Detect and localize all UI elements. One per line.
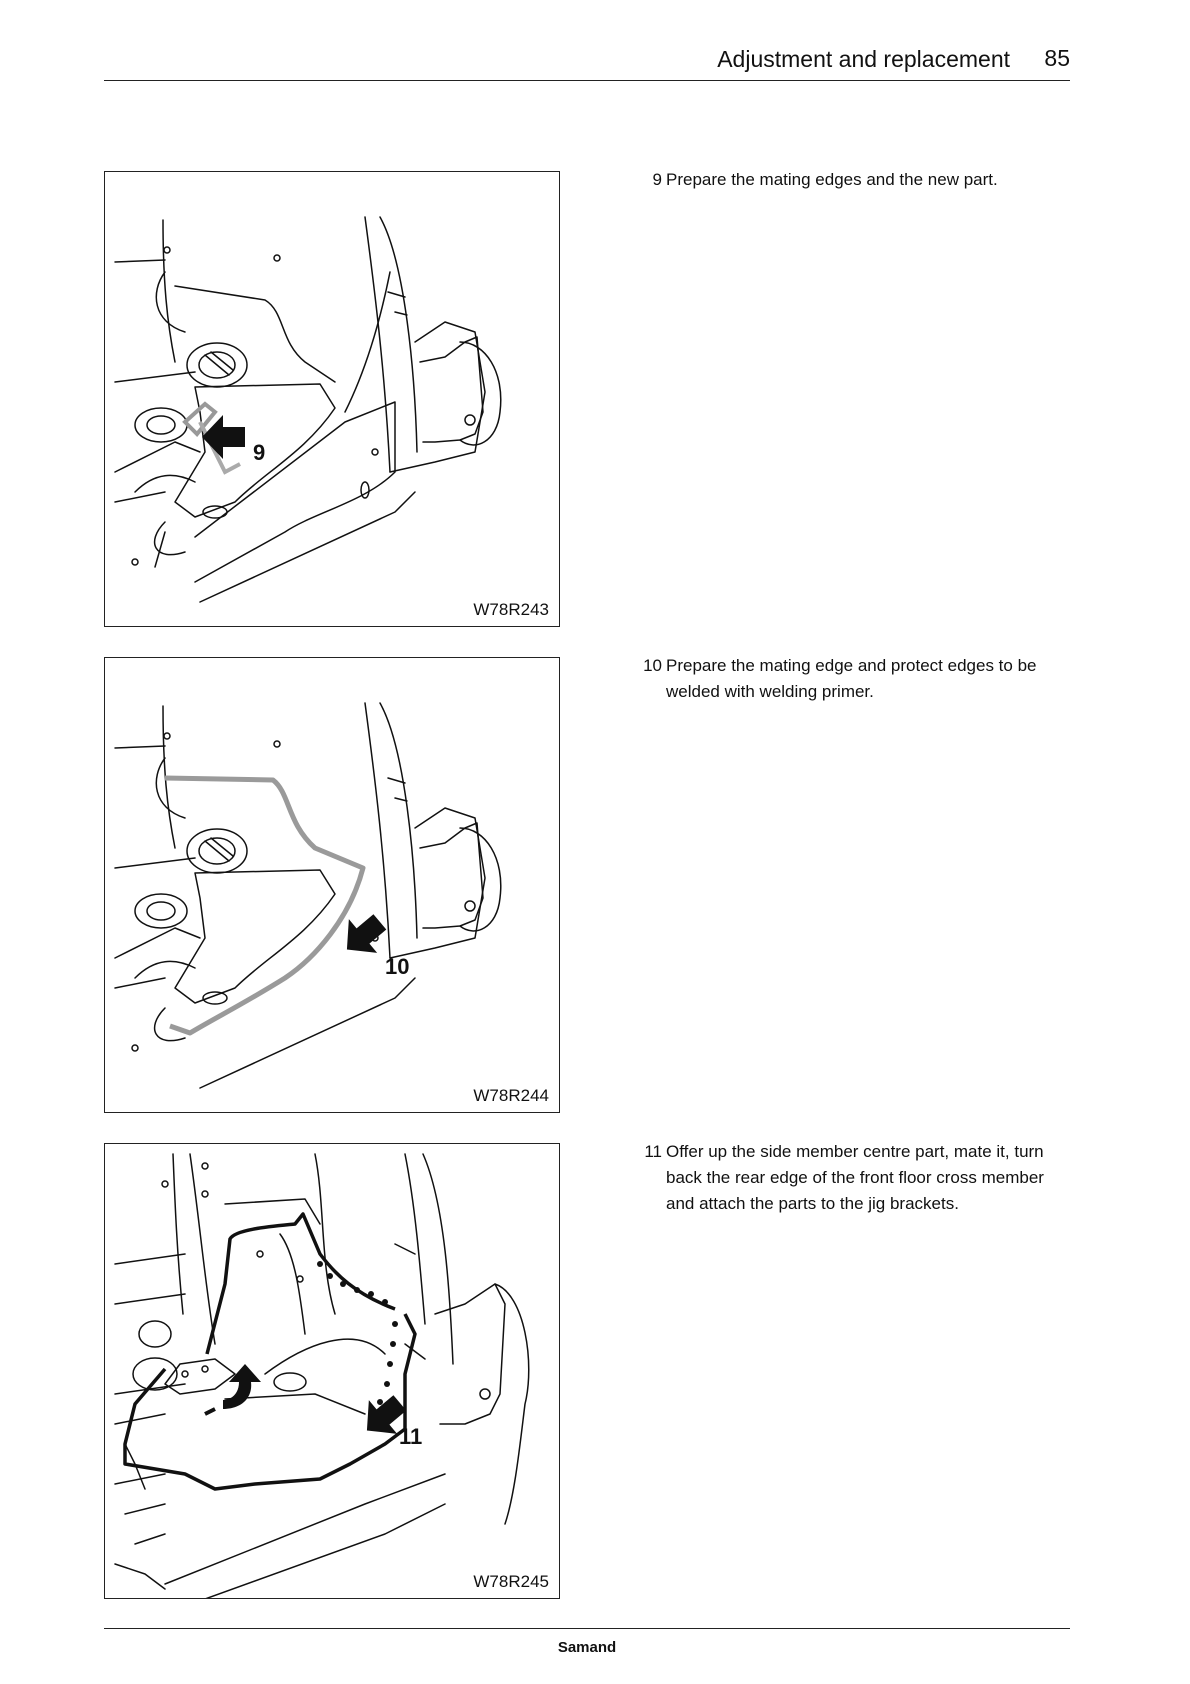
figure-w78r244: 10 W78R244 (104, 657, 560, 1113)
page-footer: Samand (104, 1628, 1070, 1656)
step-number: 10 (643, 656, 662, 675)
figure-callout: 11 (399, 1424, 422, 1449)
step-number: 9 (652, 170, 662, 189)
figure-code: W78R245 (473, 1572, 549, 1591)
figure-w78r245: 11 W78R245 (104, 1143, 560, 1599)
figure-callout: 9 (253, 440, 265, 465)
body-panel-illustration: 10 (114, 702, 502, 1089)
figure-callout: 10 (385, 954, 409, 979)
step-text: Prepare the mating edge and protect edge… (666, 656, 1037, 701)
page-header: Adjustment and replacement 85 (104, 42, 1070, 81)
curved-arrow-icon (223, 1364, 261, 1409)
arrow-icon (202, 415, 245, 459)
body-panel-illustration: 9 (114, 216, 502, 603)
arrow-icon (346, 914, 387, 953)
figure-w78r243: 9 W78R243 (104, 171, 560, 627)
arrow-icon (366, 1395, 407, 1434)
body-panel-illustration: 11 (114, 1153, 530, 1598)
header-title: Adjustment and replacement (717, 46, 1010, 72)
step-text: Prepare the mating edges and the new par… (666, 170, 998, 189)
footer-brand: Samand (557, 1639, 617, 1656)
page-number: 85 (1044, 45, 1070, 71)
figure-code: W78R243 (473, 600, 549, 619)
step-text: Offer up the side member centre part, ma… (666, 1142, 1044, 1213)
step-number: 11 (644, 1142, 662, 1161)
figure-code: W78R244 (473, 1086, 549, 1105)
